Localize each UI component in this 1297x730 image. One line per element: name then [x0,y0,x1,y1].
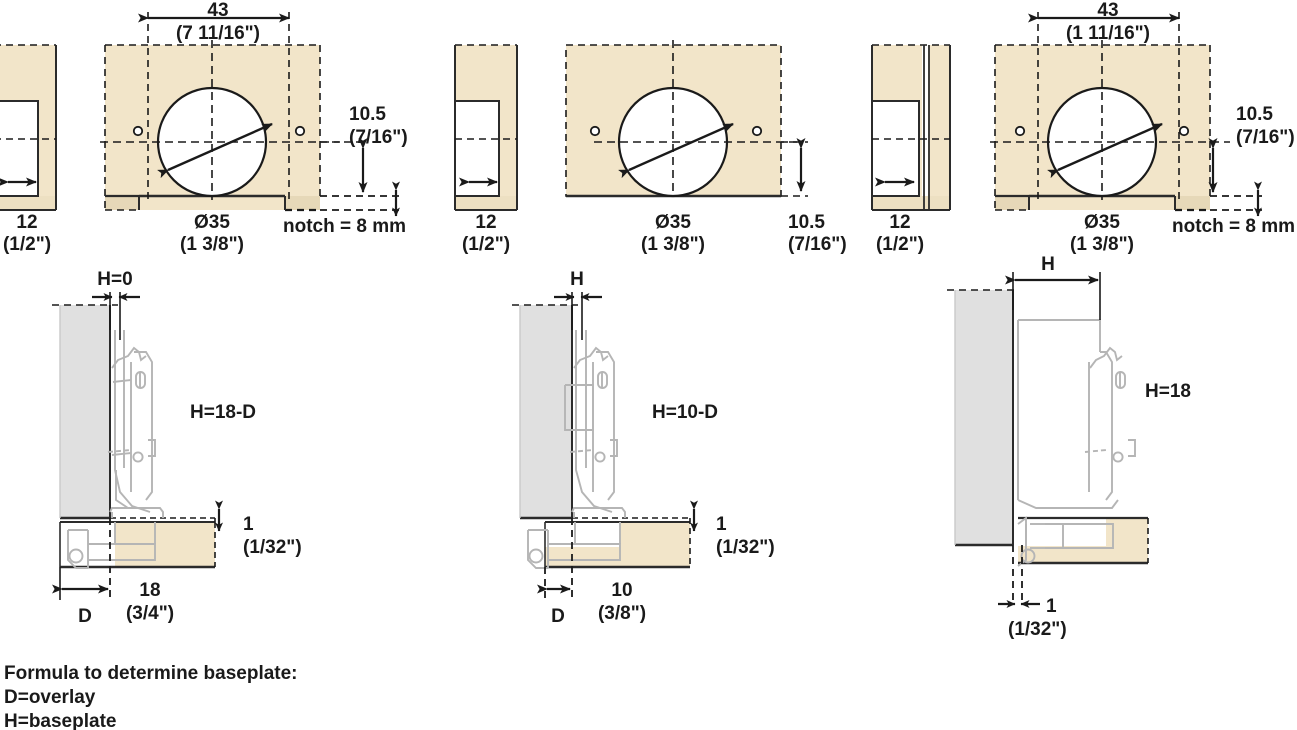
width-imperial-1: (7 11/16") [176,23,260,44]
hole-diameter-imperial-1: (1 3/8") [180,234,244,255]
h-dimension-1 [92,292,140,340]
notch-label-1: notch = 8 mm [283,216,406,237]
edge-distance-dimension-3 [1208,138,1262,217]
overlay-label-2: D [551,606,565,627]
edge-distance-value-2: 10.5 [788,212,825,233]
depth-imperial-2: (3/8") [598,603,646,624]
hole-diameter-value-2: Ø35 [655,212,691,233]
gap-dimension-3 [998,545,1040,608]
hole-diameter-imperial-2: (1 3/8") [641,234,705,255]
depth-value-2: 10 [611,580,632,601]
baseplate-formula-2: H=10-D [652,402,718,423]
thickness-value-2: 12 [475,212,496,233]
top-panel-inset: 12 (1/2") [871,0,1295,255]
bottom-panel-half-overlay: H H=10-D 1 (1/32") 10 (3/8") D [512,269,775,627]
edge-distance-imperial-3: (7/16") [1236,127,1295,148]
formula-line-3: H=baseplate [4,711,116,730]
hinge-assembly-2 [527,330,626,569]
overlay-dimension-1 [52,518,111,600]
hole-diameter-value-1: Ø35 [194,212,230,233]
hole-diameter-value-3: Ø35 [1084,212,1120,233]
overlay-dimension-2 [537,518,573,600]
gap-value-3: 1 [1046,596,1057,617]
thickness-imperial-2: (1/2") [462,234,510,255]
hole-diameter-imperial-3: (1 3/8") [1070,234,1134,255]
width-value-1: 43 [207,0,228,21]
side-view-3 [871,44,951,211]
formula-line-2: D=overlay [4,687,96,708]
side-view-2 [454,44,518,211]
edge-distance-imperial-2: (7/16") [788,234,847,255]
thickness-value-1: 12 [16,212,37,233]
side-view-1 [0,44,57,211]
bottom-row: H=0 H=18-D 1 (1/32") 18 (3/4") D [52,254,1191,640]
bottom-panel-inset: H H=18 1 (1/32") [947,254,1191,640]
edge-distance-dimension-2 [781,138,808,197]
h-dimension-2 [554,292,602,340]
top-panel-full-overlay: 12 (1/2") [0,0,408,255]
width-value-3: 43 [1097,0,1118,21]
thickness-imperial-1: (1/2") [3,234,51,255]
gap-value-1: 1 [243,514,254,535]
h-dimension-3 [1005,272,1101,320]
edge-distance-value-3: 10.5 [1236,104,1273,125]
formula-line-1: Formula to determine baseplate: [4,663,298,684]
depth-imperial-1: (3/4") [126,603,174,624]
notch-label-3: notch = 8 mm [1172,216,1295,237]
h-top-label-1: H=0 [97,269,132,290]
baseplate-formula-1: H=18-D [190,402,256,423]
footer-formula: Formula to determine baseplate: D=overla… [4,663,298,730]
overlay-label-1: D [78,606,92,627]
gap-imperial-3: (1/32") [1008,619,1067,640]
hinge-assembly-1 [67,330,164,569]
h-top-label-2: H [570,269,584,290]
gap-value-2: 1 [716,514,727,535]
bottom-panel-full-overlay: H=0 H=18-D 1 (1/32") 18 (3/4") D [52,269,302,627]
thickness-value-3: 12 [889,212,910,233]
h-top-label-3: H [1041,254,1055,275]
gap-imperial-1: (1/32") [243,537,302,558]
gap-imperial-2: (1/32") [716,537,775,558]
front-view-1 [100,12,340,212]
depth-value-1: 18 [139,580,160,601]
hinge-assembly-3 [1017,319,1136,567]
top-panel-half-overlay: 12 (1/2") 10.5 (7/16") Ø35 (1 3 [454,40,847,255]
edge-distance-dimension-1 [320,138,400,217]
front-view-2 [565,40,800,198]
baseplate-formula-3: H=18 [1145,381,1191,402]
edge-distance-imperial-1: (7/16") [349,127,408,148]
thickness-imperial-3: (1/2") [876,234,924,255]
width-imperial-3: (1 11/16") [1066,23,1150,44]
front-view-3 [990,12,1230,212]
top-row: 12 (1/2") [0,0,1295,255]
edge-distance-value-1: 10.5 [349,104,386,125]
